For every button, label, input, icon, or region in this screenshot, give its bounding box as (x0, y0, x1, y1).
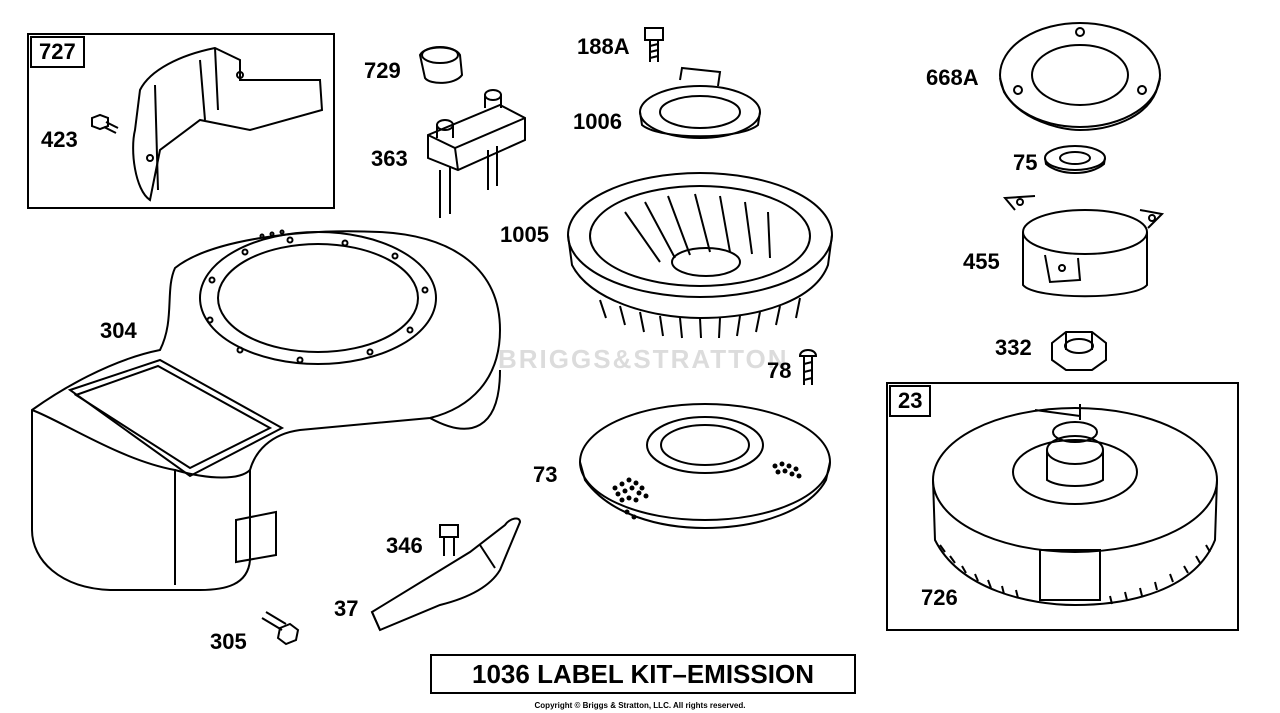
screw-78-drawing (798, 349, 818, 385)
watermark: BRIGGS&STRATTON (498, 344, 789, 374)
copyright-text: Copyright © Briggs & Stratton, LLC. All … (534, 701, 746, 710)
label-1005: 1005 (500, 222, 549, 247)
label-455: 455 (963, 249, 1000, 274)
label-73: 73 (533, 462, 558, 487)
rotating-screen-drawing (579, 403, 831, 530)
label-kit-box: 1036 LABEL KIT–EMISSION (430, 654, 856, 694)
screw-346-drawing (439, 524, 459, 556)
label-37: 37 (334, 596, 359, 621)
bracket-363-drawing (427, 89, 526, 218)
washer-668a-drawing (999, 22, 1161, 132)
label-188a: 188A (577, 34, 630, 59)
baffle-727-drawing (132, 46, 324, 202)
label-23: 23 (889, 385, 932, 417)
screw-423-drawing (91, 113, 119, 134)
flywheel-726-drawing (932, 404, 1218, 607)
label-304: 304 (100, 318, 137, 343)
fan-retainer-drawing (1002, 195, 1165, 298)
inset-frame-727 (27, 33, 335, 209)
label-363: 363 (371, 146, 408, 171)
label-727: 727 (30, 36, 85, 68)
blower-housing-drawing (31, 229, 502, 591)
label-668a: 668A (926, 65, 979, 90)
screw-305-drawing (261, 611, 300, 646)
flywheel-drawing (567, 172, 833, 339)
label-305: 305 (210, 629, 247, 654)
guide-37-drawing (370, 517, 522, 632)
label-729: 729 (364, 58, 401, 83)
label-1006: 1006 (573, 109, 622, 134)
plug-729-drawing (418, 46, 464, 84)
label-423: 423 (41, 127, 78, 152)
label-75: 75 (1013, 150, 1038, 175)
nut-332-drawing (1051, 331, 1107, 371)
washer-75-drawing (1044, 145, 1106, 174)
label-78: 78 (767, 358, 792, 383)
inset-frame-23 (886, 382, 1239, 631)
starter-cup-drawing (639, 66, 761, 139)
screw-188a-drawing (644, 27, 664, 62)
label-332: 332 (995, 335, 1032, 360)
label-726: 726 (921, 585, 958, 610)
label-346: 346 (386, 533, 423, 558)
